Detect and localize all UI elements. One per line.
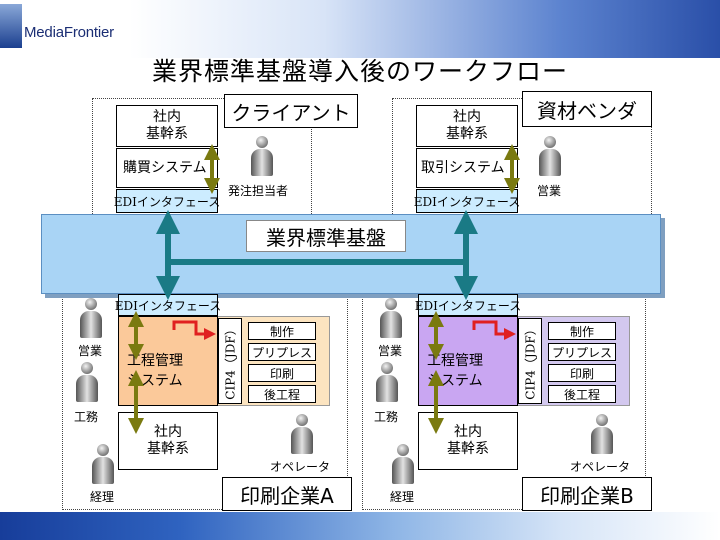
printA-name: 印刷企業A: [222, 477, 352, 511]
printA-sales-person-icon: [80, 298, 102, 338]
printA-step-finishing: 後工程: [248, 385, 316, 403]
printA-operator-person-icon: [291, 414, 313, 454]
printB-name: 印刷企業B: [522, 477, 652, 511]
printB-sales-person-icon: [380, 298, 402, 338]
printB-works-label: 工務: [374, 410, 399, 424]
industry-platform-label: 業界標準基盤: [246, 220, 406, 252]
printA-step-print: 印刷: [248, 364, 316, 382]
vendor-edi-interface: EDIインタフェース: [414, 189, 520, 213]
client-core-system: 社内 基幹系: [116, 105, 218, 147]
printB-step-design: 制作: [548, 322, 616, 340]
printA-red-arrow: [172, 320, 216, 340]
vendor-name: 資材ベンダ: [522, 91, 652, 127]
printA-step-design: 制作: [248, 322, 316, 340]
vendor-core-system: 社内 基幹系: [416, 105, 518, 147]
printA-cip4-jdf: CIP4（JDF）: [218, 318, 242, 404]
printA-works-person-icon: [76, 362, 98, 402]
printB-operator-label: オペレータ: [570, 460, 631, 474]
footer-gradient-band: [0, 512, 720, 540]
logo-text: MediaFrontier: [24, 24, 114, 41]
printB-cip4-jdf: CIP4（JDF）: [518, 318, 542, 404]
printB-manager-person-icon: [392, 444, 414, 484]
vendor-person-label: 営業: [537, 184, 562, 198]
printB-operator-person-icon: [591, 414, 613, 454]
slide-title: 業界標準基盤導入後のワークフロー: [151, 57, 568, 86]
header-gradient-band: [0, 0, 720, 58]
printB-step-prepress: プリプレス: [548, 343, 616, 361]
client-name: クライアント: [224, 94, 358, 128]
client-ordering-person-icon: [251, 136, 273, 176]
client-purchase-system: 購買システム: [116, 148, 218, 188]
logo-mark-icon: [0, 4, 22, 48]
printA-operator-label: オペレータ: [270, 460, 331, 474]
client-person-label: 発注担当者: [228, 184, 289, 198]
printA-sales-label: 営業: [78, 344, 103, 358]
printB-step-finishing: 後工程: [548, 385, 616, 403]
printB-works-person-icon: [376, 362, 398, 402]
printA-step-prepress: プリプレス: [248, 343, 316, 361]
vendor-trade-system: 取引システム: [416, 148, 518, 188]
internal-connections: [128, 144, 520, 434]
printA-works-label: 工務: [74, 410, 99, 424]
platform-connections: [156, 210, 478, 300]
edi-to-cip-connections: [172, 320, 516, 340]
printB-red-arrow: [472, 320, 516, 340]
printB-step-print: 印刷: [548, 364, 616, 382]
printB-manager-label: 経理: [390, 490, 415, 504]
vendor-sales-person-icon: [539, 136, 561, 176]
printB-sales-label: 営業: [378, 344, 403, 358]
client-edi-interface: EDIインタフェース: [114, 189, 220, 213]
printA-manager-label: 経理: [90, 490, 115, 504]
printA-edi-interface: EDIインタフェース: [115, 294, 221, 316]
printA-manager-person-icon: [92, 444, 114, 484]
